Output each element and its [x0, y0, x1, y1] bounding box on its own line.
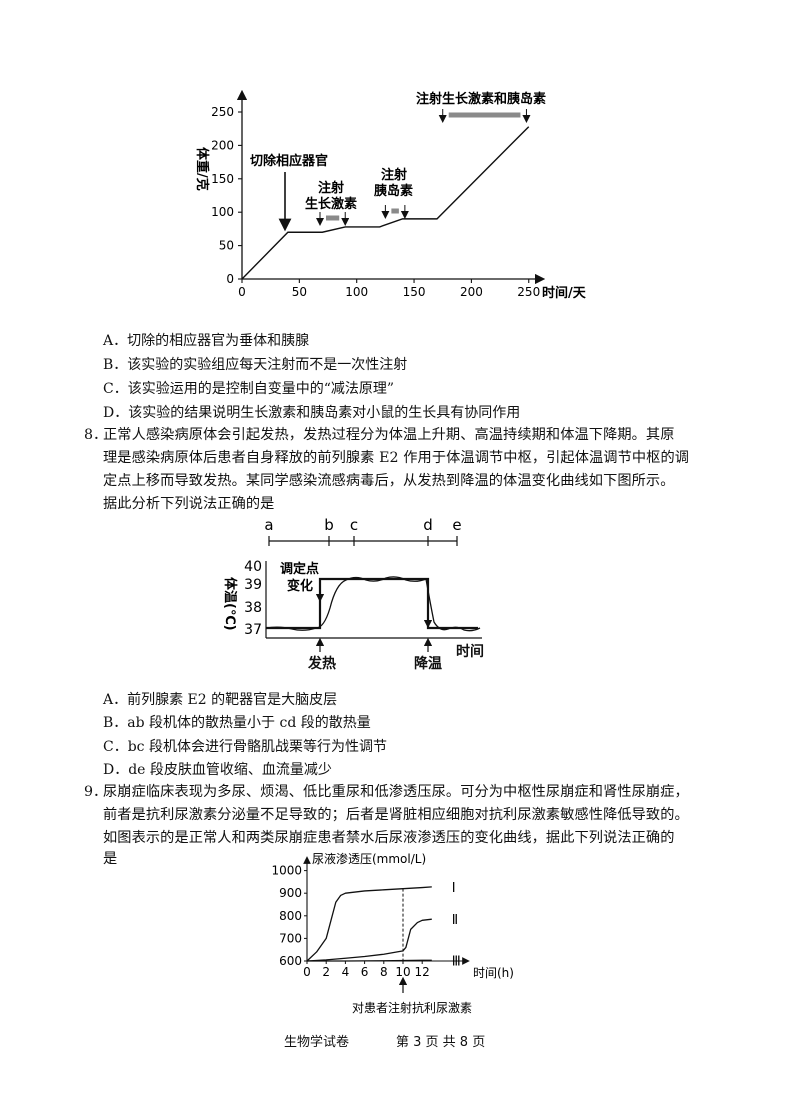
weight-chart: 0 50 100 150 200 250 0 50 100 150 200 250 体重/克 时间/…	[194, 89, 587, 301]
q8-option-d: D．de 段皮肤血管收缩、血流量减少	[103, 762, 332, 778]
q9-stem-line3: 如图表示的是正常人和两类尿崩症患者禁水后尿液渗透压的变化曲线，据此下列说法正确的	[103, 830, 675, 846]
q8-stem-line1: 正常人感染病原体会引起发热，发热过程分为体温上升期、高温持续期和体温下降期。其原	[103, 427, 675, 443]
q9-number: 9．	[84, 784, 108, 800]
injection-period-bar	[391, 208, 399, 214]
temp-tick-label: 38	[244, 600, 262, 616]
osm-x-tick-label: 2	[322, 965, 330, 979]
series-line	[306, 886, 432, 962]
y-tick-label: 100	[211, 205, 234, 219]
setpoint-label-1: 调定点	[280, 561, 319, 577]
stage-label: a	[264, 516, 273, 534]
q9-stem-line4: 是	[103, 851, 118, 867]
injection-note: 对患者注射抗利尿激素	[352, 1000, 472, 1015]
osm-y-label: 尿液渗透压(mmol/L)	[312, 851, 426, 866]
q8-option-b: B．ab 段机体的散热量小于 cd 段的散热量	[103, 715, 371, 731]
series-label: Ⅰ	[452, 881, 456, 896]
y-axis-label: 体重/克	[194, 147, 210, 191]
osm-x-tick-label: 8	[380, 965, 388, 979]
y-tick-label: 50	[219, 239, 234, 253]
annot-ins-line1: 注射	[381, 167, 407, 183]
cooling-label: 降温	[414, 656, 442, 672]
x-tick-label: 200	[460, 285, 483, 299]
stage-label: b	[324, 516, 334, 534]
annot-gh-line1: 注射	[318, 180, 344, 196]
temp-tick-label: 40	[244, 559, 262, 575]
weight-curve	[241, 126, 530, 280]
osm-y-tick-label: 600	[279, 954, 302, 968]
y-tick-label: 200	[211, 138, 234, 152]
injection-period-bar	[325, 215, 340, 221]
x-axis-label: 时间/天	[542, 285, 587, 301]
temperature-curve	[265, 576, 481, 632]
temp-y-label: 体温(℃)	[222, 577, 238, 631]
q8-option-a: A．前列腺素 E2 的靶器官是大脑皮层	[103, 692, 338, 708]
x-tick-label: 100	[345, 285, 368, 299]
time-label: 时间	[456, 644, 484, 660]
footer-page-number: 第 3 页 共 8 页	[396, 1035, 486, 1050]
osm-y-tick-label: 900	[279, 886, 302, 900]
temp-tick-label: 39	[244, 577, 262, 593]
series-label: Ⅱ	[452, 913, 458, 928]
stage-label: d	[423, 516, 433, 534]
osm-x-label: 时间(h)	[473, 966, 514, 980]
q8-option-c: C．bc 段机体会进行骨骼肌战栗等行为性调节	[103, 739, 387, 755]
osm-y-tick-label: 800	[279, 909, 302, 923]
setpoint-line	[266, 577, 478, 630]
q7-option-a: A．切除的相应器官为垂体和胰腺	[103, 333, 310, 349]
y-tick-label: 150	[211, 172, 234, 186]
q9-stem-line1: 尿崩症临床表现为多尿、烦渴、低比重尿和低渗透压尿。可分为中枢性尿崩症和肾性尿崩症…	[103, 784, 689, 800]
x-tick-label: 0	[238, 285, 246, 299]
stage-label: c	[350, 516, 358, 534]
setpoint-label-2: 变化	[287, 578, 313, 594]
x-tick-label: 250	[517, 285, 540, 299]
fever-label: 发热	[308, 656, 336, 672]
osm-x-tick-label: 0	[303, 965, 311, 979]
osm-x-tick-label: 4	[342, 965, 350, 979]
x-tick-label: 50	[292, 285, 307, 299]
annot-gh-line2: 生长激素	[305, 196, 357, 212]
osm-x-tick-label: 12	[415, 965, 430, 979]
q8-stem-line2: 理是感染病原体后患者自身释放的前列腺素 E2 作用于体温调节中枢，引起体温调节中…	[103, 450, 690, 466]
temp-tick-label: 37	[244, 622, 262, 638]
y-tick-label: 0	[226, 272, 234, 286]
osm-x-tick-label: 6	[361, 965, 369, 979]
osm-y-tick-label: 1000	[271, 864, 302, 878]
osm-x-tick-label: 10	[395, 965, 410, 979]
annot-both: 注射生长激素和胰岛素	[416, 91, 546, 107]
injection-period-bar	[448, 112, 521, 118]
q7-option-d: D．该实验的结果说明生长激素和胰岛素对小鼠的生长具有协同作用	[103, 405, 521, 421]
osm-y-tick-label: 700	[279, 931, 302, 945]
q7-option-b: B．该实验的实验组应每天注射而不是一次性注射	[103, 357, 408, 373]
stage-label: e	[452, 516, 461, 534]
q8-number: 8．	[84, 427, 108, 443]
q9-stem-line2: 前者是抗利尿激素分泌量不足导致的；后者是肾脏相应细胞对抗利尿激素敏感性降低导致的…	[103, 807, 689, 823]
series-label: Ⅲ	[452, 954, 461, 969]
annot-ins-line2: 胰岛素	[374, 183, 413, 199]
x-tick-label: 150	[403, 285, 426, 299]
y-tick-label: 250	[211, 105, 234, 119]
q8-stem-line4: 据此分析下列说法正确的是	[103, 496, 275, 512]
annot-remove-organ: 切除相应器官	[250, 153, 328, 169]
footer-subject: 生物学试卷	[284, 1035, 350, 1050]
series-line	[307, 959, 432, 962]
q7-option-c: C．该实验运用的是控制自变量中的“减法原理”	[103, 381, 395, 397]
q8-stem-line3: 定点上移而导致发热。某同学感染流感病毒后，从发热到降温的体温变化曲线如下图所示。	[103, 473, 675, 489]
